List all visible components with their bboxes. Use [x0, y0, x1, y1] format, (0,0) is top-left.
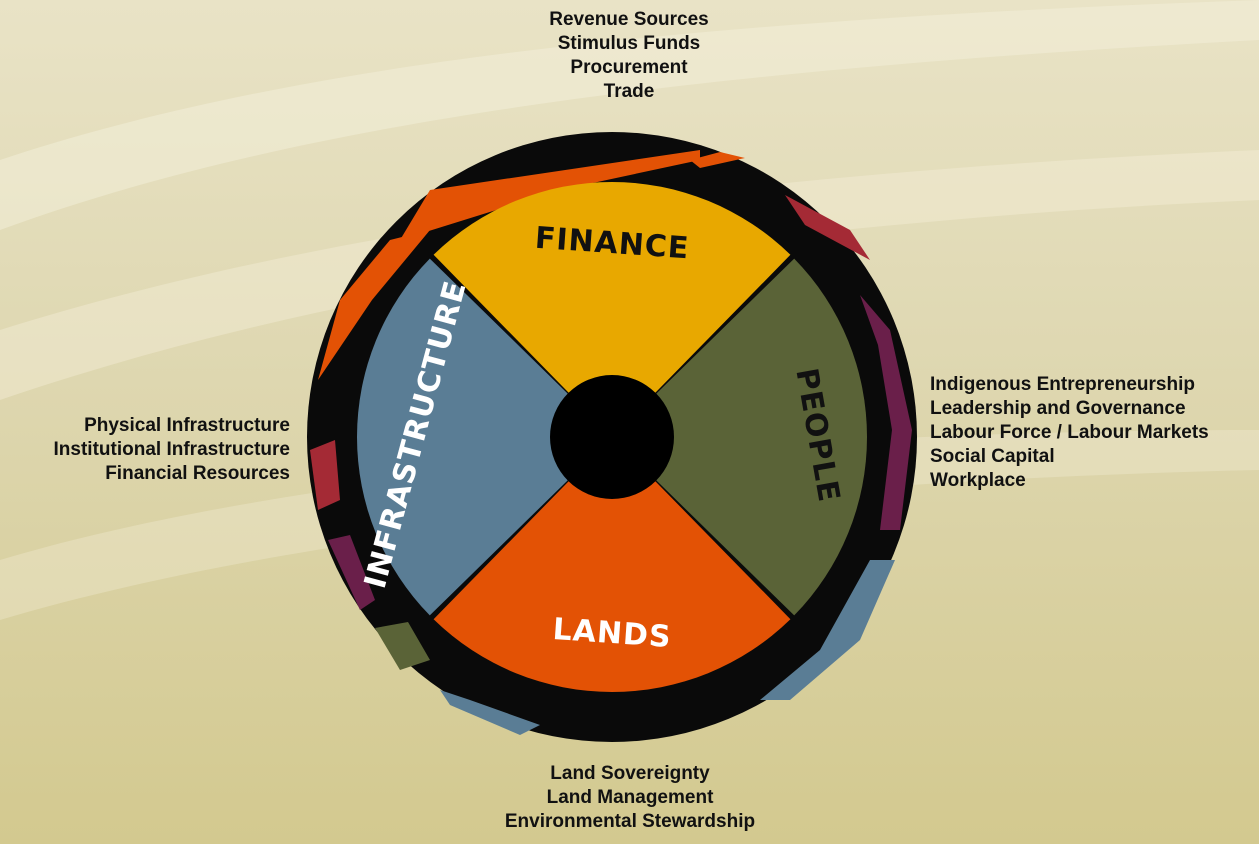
lands-labels: Land Sovereignty Land Management Environ… [470, 762, 790, 834]
people-labels: Indigenous Entrepreneurship Leadership a… [930, 373, 1209, 493]
background-wave [0, 150, 1259, 400]
accent-band-orange-top-right [690, 152, 745, 168]
infrastructure-label: Institutional Infrastructure [53, 439, 290, 460]
accent-band-purple-right [860, 295, 912, 530]
accent-band-purple-left [328, 535, 375, 610]
finance-label: Procurement [570, 57, 688, 78]
accent-band-green-left [375, 622, 430, 670]
accent-band-red-left [310, 440, 340, 510]
people-label: Workplace [930, 470, 1026, 491]
quadrant-infrastructure [356, 258, 611, 616]
lands-label: Land Management [546, 787, 714, 808]
center-hub [550, 375, 674, 499]
quadrant-people [613, 258, 868, 616]
lands-label: Land Sovereignty [550, 763, 710, 784]
accent-band-blue-right [760, 560, 895, 700]
finance-labels: Revenue Sources Stimulus Funds Procureme… [529, 8, 729, 104]
people-label: Indigenous Entrepreneurship [930, 374, 1195, 395]
accent-band-blue-bottom [440, 690, 540, 735]
accent-band-orange-top [400, 150, 700, 240]
lands-label: Environmental Stewardship [504, 811, 756, 832]
infrastructure-label: Financial Resources [105, 463, 290, 484]
people-label: Labour Force / Labour Markets [930, 422, 1209, 443]
quadrant-lands [433, 438, 791, 692]
finance-label: Trade [603, 81, 655, 102]
people-label: Leadership and Governance [930, 398, 1186, 419]
infrastructure-labels: Physical Infrastructure Institutional In… [0, 414, 290, 486]
accent-band-orange-left [318, 230, 430, 380]
finance-label: Revenue Sources [549, 9, 709, 30]
background-wave [0, 430, 1259, 620]
finance-label: Stimulus Funds [557, 33, 701, 54]
quadrant-label-lands: LANDS [552, 612, 673, 655]
quadrant-finance [433, 181, 791, 436]
accent-band-red [785, 195, 870, 260]
infrastructure-label: Physical Infrastructure [84, 415, 290, 436]
people-label: Social Capital [930, 446, 1055, 467]
background-wave [0, 0, 1259, 230]
